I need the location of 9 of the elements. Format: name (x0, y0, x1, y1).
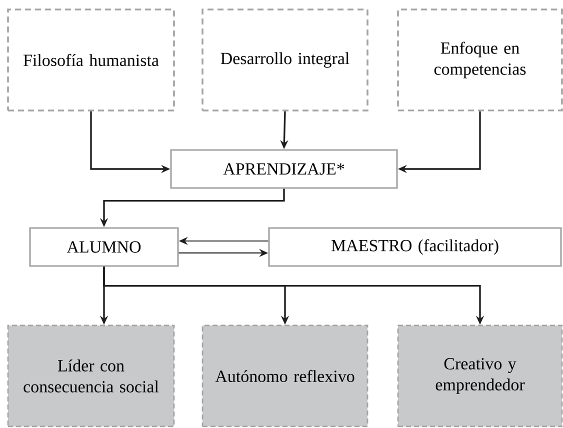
concept-box: ALUMNO (29, 227, 179, 267)
outcome-box: Creativo y emprendedor (397, 324, 563, 428)
dashed-box: Desarrollo integral (202, 8, 368, 112)
concept-box: MAESTRO (facilitador) (268, 227, 562, 267)
outcome-box: Líder con consecuencia social (7, 324, 175, 428)
outcome-box: Autónomo reflexivo (202, 324, 368, 428)
concept-box: APRENDIZAJE* (170, 149, 398, 189)
dashed-box: Filosofía humanista (7, 8, 175, 112)
dashed-box: Enfoque en competencias (397, 8, 563, 112)
